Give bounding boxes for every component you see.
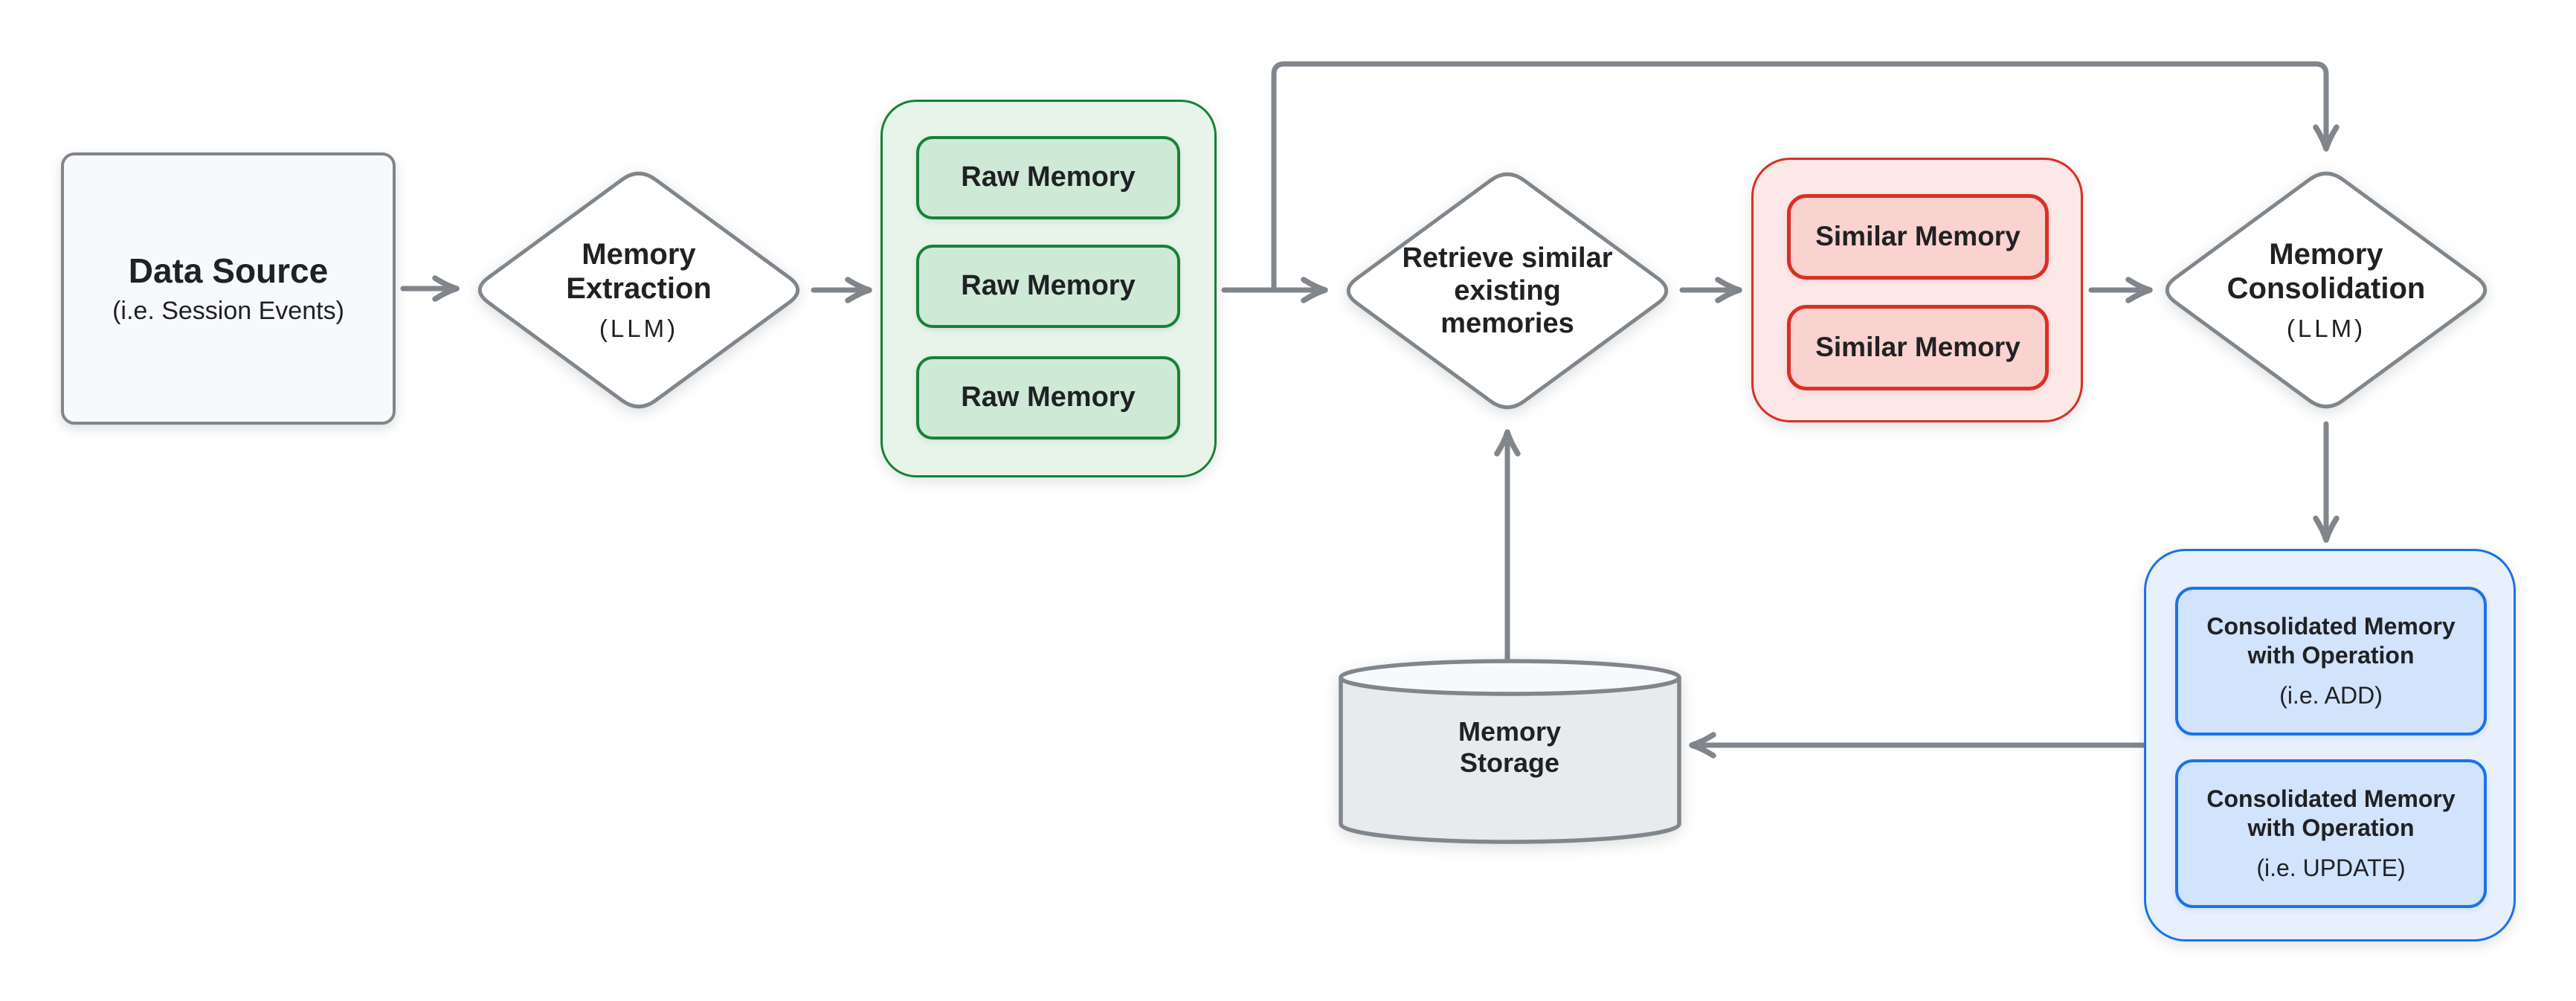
consolidated-memory-group: Consolidated Memory with Operation (i.e.… — [2144, 549, 2516, 942]
raw-memory-item: Raw Memory — [916, 245, 1180, 328]
consolidated-memory-item-update: Consolidated Memory with Operation (i.e.… — [2175, 759, 2487, 908]
raw-memory-group: Raw Memory Raw Memory Raw Memory — [880, 100, 1217, 477]
similar-memory-item: Similar Memory — [1787, 305, 2049, 390]
consolidated-add-subtitle: (i.e. ADD) — [2279, 682, 2383, 709]
memory-consolidation-diamond — [2165, 171, 2488, 409]
raw-memory-label: Raw Memory — [961, 270, 1136, 302]
similar-memory-label: Similar Memory — [1815, 332, 2020, 363]
cylinder-body — [1339, 677, 1681, 844]
raw-memory-item: Raw Memory — [916, 356, 1180, 440]
similar-memory-item: Similar Memory — [1787, 194, 2049, 280]
consolidated-update-subtitle: (i.e. UPDATE) — [2256, 854, 2406, 882]
cylinder-top — [1339, 659, 1681, 696]
raw-memory-label: Raw Memory — [961, 161, 1136, 193]
feedback-arrow-rawmemory-to-consolidation — [1271, 61, 2340, 293]
raw-memory-label: Raw Memory — [961, 382, 1136, 413]
data-source-title: Data Source — [128, 251, 329, 290]
similar-memory-group: Similar Memory Similar Memory — [1751, 158, 2083, 422]
consolidated-update-title: Consolidated Memory with Operation — [2206, 785, 2456, 841]
raw-memory-item: Raw Memory — [916, 136, 1180, 219]
consolidated-add-title: Consolidated Memory with Operation — [2206, 613, 2456, 669]
memory-storage-cylinder — [1339, 659, 1681, 844]
data-source-subtitle: (i.e. Session Events) — [112, 296, 344, 325]
retrieve-memories-diamond — [1346, 172, 1669, 410]
similar-memory-label: Similar Memory — [1815, 221, 2020, 252]
memory-extraction-diamond — [477, 171, 800, 409]
data-source-node: Data Source (i.e. Session Events) — [61, 152, 396, 425]
consolidated-memory-item-add: Consolidated Memory with Operation (i.e.… — [2175, 587, 2487, 736]
